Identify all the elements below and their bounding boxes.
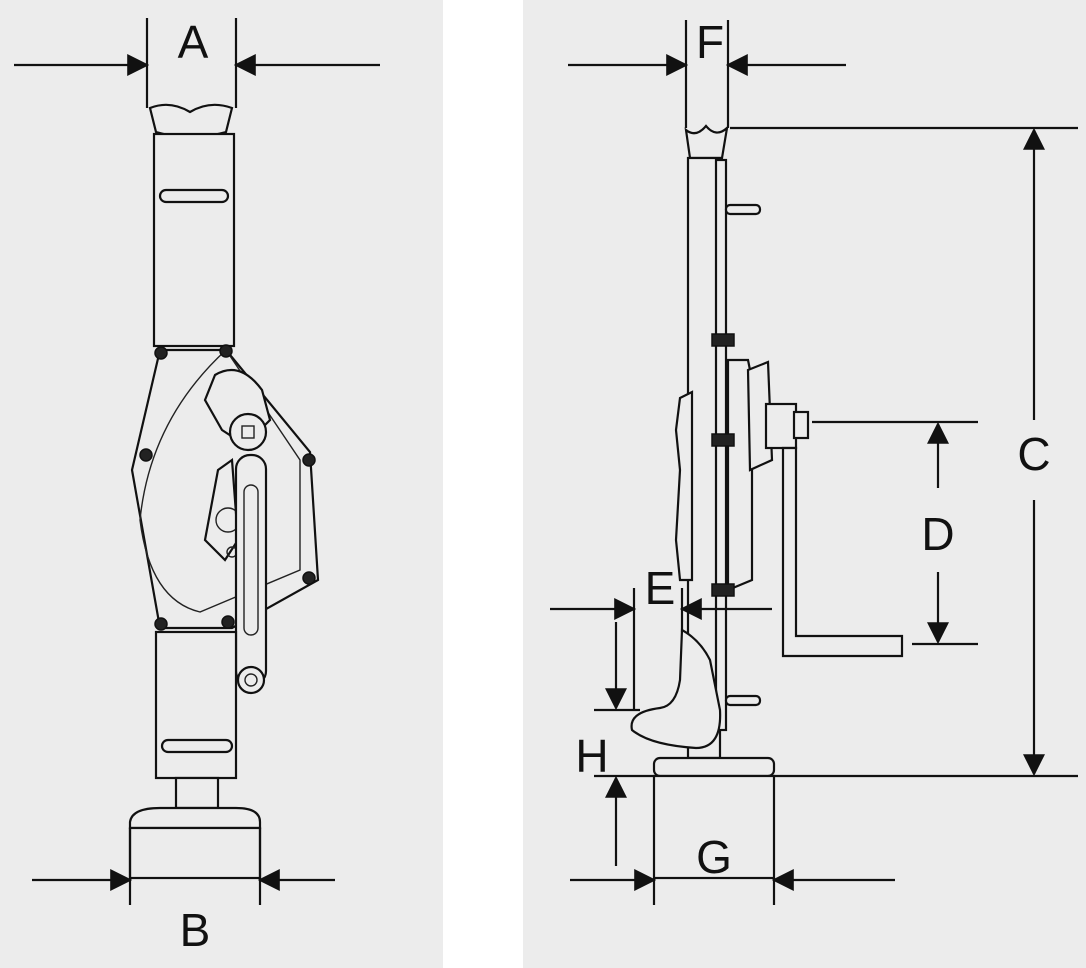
label-a: A [178, 16, 209, 68]
front-crank-hub [228, 412, 268, 452]
front-view-jack [128, 103, 320, 880]
side-crank-block [764, 402, 798, 450]
label-f: F [696, 16, 724, 68]
side-view-panel [523, 0, 1086, 968]
dimension-g: G [570, 831, 895, 905]
front-neck [174, 776, 220, 810]
front-crank-arm [234, 453, 268, 687]
dimension-e: E [550, 562, 772, 710]
front-bolt [139, 448, 153, 462]
front-bolt [154, 617, 168, 631]
label-h: H [575, 730, 608, 782]
side-base [652, 774, 776, 880]
dimension-b: B [32, 828, 335, 956]
front-base-top [128, 806, 262, 830]
label-e: E [645, 562, 676, 614]
label-g: G [696, 831, 732, 883]
side-view-jack [630, 124, 904, 880]
front-upper-slot [158, 188, 230, 204]
front-bolt [154, 346, 168, 360]
front-bolt [219, 344, 233, 358]
front-lower-rack [154, 630, 238, 780]
side-head-saddle [684, 124, 729, 160]
label-c: C [1017, 428, 1050, 480]
front-crank-slot [243, 484, 259, 636]
label-d: D [921, 508, 954, 560]
side-lower-peg [724, 694, 762, 707]
side-bolt [711, 433, 735, 447]
dimension-a: A [14, 16, 380, 108]
side-upper-peg [724, 203, 762, 216]
side-bolt [711, 583, 735, 597]
front-base [128, 826, 262, 880]
dimension-c: C [730, 126, 1078, 778]
front-lower-slot [160, 738, 234, 754]
side-housing-right [726, 358, 754, 592]
front-crank-knob [236, 665, 266, 695]
front-crank-square [241, 425, 255, 439]
dimension-d: D [812, 420, 978, 646]
side-toe [630, 628, 722, 750]
front-crank-knob-inner [244, 673, 258, 687]
front-bolt [302, 453, 316, 467]
dimension-h: H [575, 622, 654, 866]
front-bolt [302, 571, 316, 585]
front-housing-inner [139, 348, 301, 613]
dimension-f: F [568, 16, 846, 128]
side-crank-nut [792, 410, 810, 440]
side-housing-left [674, 390, 694, 582]
label-b: B [180, 904, 211, 956]
side-crank-handle [781, 446, 904, 658]
side-base-top [652, 756, 776, 778]
front-bolt [221, 615, 235, 629]
side-bolt [711, 333, 735, 347]
front-upper-rack [152, 132, 236, 348]
